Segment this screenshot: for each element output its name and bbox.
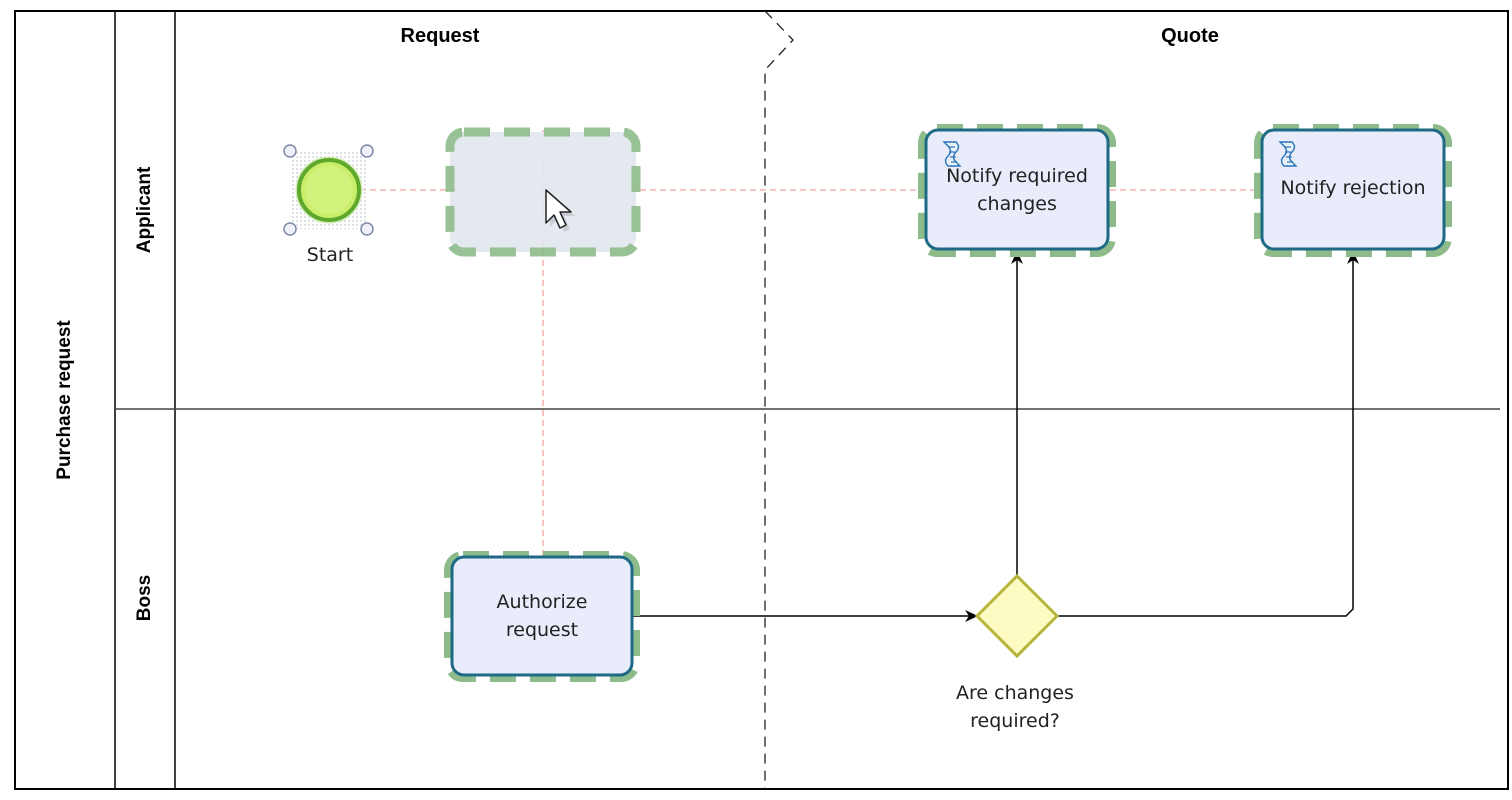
- lane-label-boss: Boss: [134, 574, 155, 622]
- start-event[interactable]: [290, 151, 367, 229]
- phase-label-request: Request: [400, 25, 480, 47]
- task-notify-changes-label: Notify required changes: [946, 165, 1088, 215]
- task-authorize-request[interactable]: [444, 551, 640, 682]
- task-notify-rejection-label: Notify rejection: [1280, 177, 1426, 199]
- mouse-cursor-icon: [545, 189, 575, 232]
- placeholder-task[interactable]: [445, 127, 641, 257]
- phase-label-quote: Quote: [1161, 25, 1219, 47]
- script-task-icon: [1278, 141, 1298, 167]
- phase-separator: [764, 10, 794, 789]
- pool-frame: [14, 10, 1509, 790]
- start-event-label: Start: [306, 244, 354, 266]
- task-notify-required-changes[interactable]: [918, 124, 1116, 257]
- script-task-icon: [942, 141, 962, 167]
- selection-handles[interactable]: [283, 144, 374, 236]
- pool-label: Purchase request: [54, 320, 75, 480]
- lane-label-applicant: Applicant: [134, 166, 155, 254]
- gateway-label: Are changes required?: [956, 682, 1074, 732]
- task-authorize-label: Authorize request: [496, 591, 588, 641]
- task-notify-rejection[interactable]: [1254, 124, 1452, 257]
- gateway-changes-required[interactable]: [974, 573, 1060, 659]
- flow-gateway-to-notify-rejection[interactable]: [1057, 251, 1359, 617]
